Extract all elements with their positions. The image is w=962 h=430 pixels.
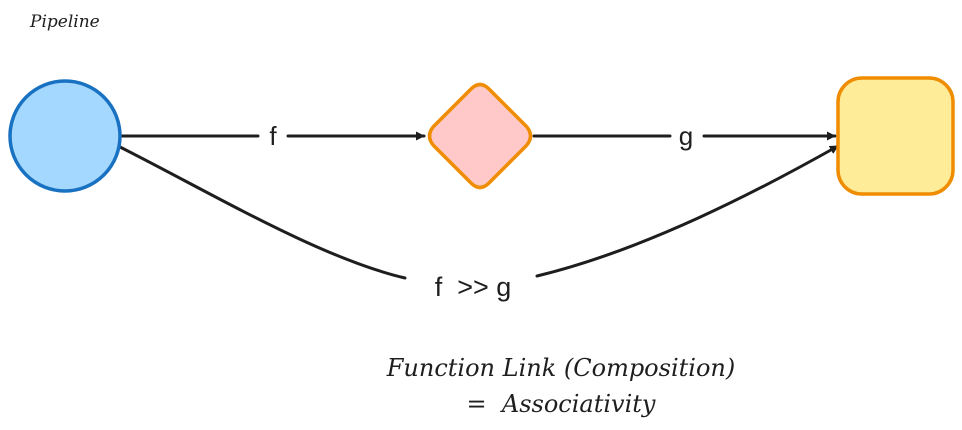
edge-f-compose-g: f >> g (118, 144, 840, 302)
edge-g: g (532, 121, 837, 151)
caption-line-1: Function Link (Composition) (386, 354, 735, 382)
middle-node-diamond[interactable] (427, 82, 533, 190)
edge-f-compose-g-label: f >> g (435, 272, 512, 302)
source-node-circle[interactable] (8, 79, 122, 193)
edge-f-label: f (269, 121, 277, 151)
edge-f: f (118, 121, 426, 151)
target-node-rectangle[interactable] (836, 76, 955, 196)
diagram-title: Pipeline (29, 12, 100, 32)
edge-f-compose-g-curve-left (118, 145, 407, 280)
edge-f-compose-g-curve-right (535, 144, 840, 278)
edge-g-label: g (679, 121, 693, 151)
caption-line-2: = Associativity (467, 390, 656, 418)
